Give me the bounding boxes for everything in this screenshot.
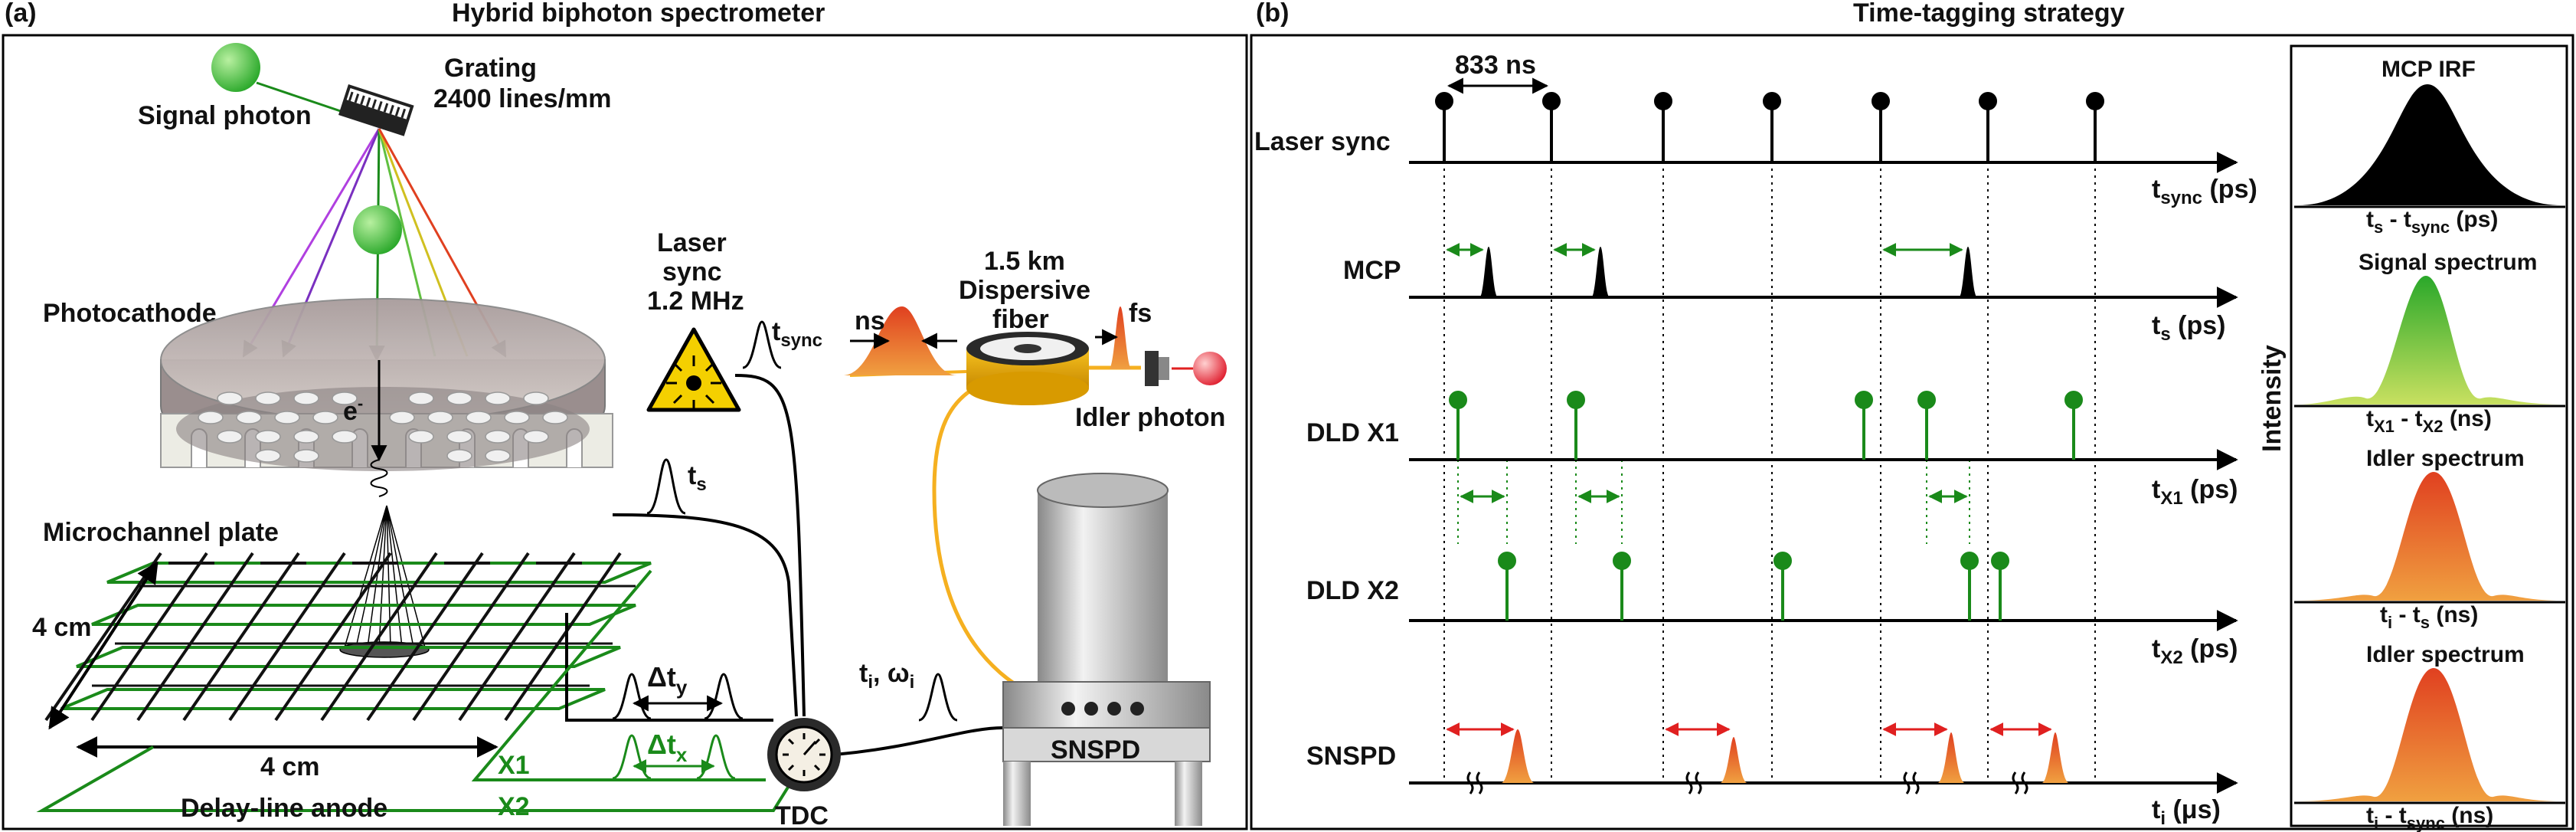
insets-frame xyxy=(2290,44,2568,827)
ti-omega-label: ti, ωi xyxy=(859,659,914,693)
fiber-label-3: fiber xyxy=(992,305,1049,334)
sync-guides xyxy=(1443,100,2096,781)
tdc-icon xyxy=(767,718,841,791)
snspd-label: SNSPD xyxy=(1051,735,1140,765)
wire-laser xyxy=(734,374,806,717)
fiber-label-2: Dispersive xyxy=(959,276,1090,305)
period-label: 833 ns xyxy=(1455,51,1536,80)
pulse-y1 xyxy=(612,673,652,720)
axis-label-snspd: ti (μs) xyxy=(2152,795,2221,829)
wire-y xyxy=(565,613,773,722)
pulse-y2 xyxy=(704,673,744,720)
fiber-spool-icon xyxy=(966,332,1089,405)
wire-snspd xyxy=(834,726,1004,756)
inset-curve-signal xyxy=(2297,276,2561,405)
pulse-ti xyxy=(918,673,958,722)
mcp-holes xyxy=(198,391,568,463)
pulse-x1 xyxy=(612,734,652,780)
axis-break-icons xyxy=(1466,771,2028,794)
diffracted-photon-ball xyxy=(353,205,402,254)
panel-b-frame xyxy=(1250,34,2574,830)
mcp-peaks xyxy=(1479,247,1977,297)
axis-label-x1: tX1 (ps) xyxy=(2152,475,2238,509)
electron-label: e- xyxy=(343,394,363,426)
x1-guides xyxy=(1457,460,1970,544)
wire-x2 xyxy=(36,745,798,812)
dim-vertical-arrow xyxy=(48,561,159,730)
snspd-cryostat-icon xyxy=(1002,473,1211,826)
delta-tx-label: Δtx xyxy=(647,729,688,766)
dim-vertical-label: 4 cm xyxy=(32,613,92,642)
snspd-peaks xyxy=(1501,729,2069,783)
grating-lines-label: 2400 lines/mm xyxy=(433,84,611,113)
inset-curve-idler-1 xyxy=(2297,472,2561,601)
delay-line-anode-label: Delay-line anode xyxy=(181,794,387,823)
dim-horizontal-label: 4 cm xyxy=(260,752,320,781)
x1-pins xyxy=(1449,391,2083,460)
inset-xlabel-mcp-irf: ts - tsync (ps) xyxy=(2366,207,2498,237)
electron-spiral xyxy=(370,459,388,497)
inset-xlabel-idler-2: ti - tsync (ns) xyxy=(2366,803,2493,832)
inset-curve-idler-2 xyxy=(2297,668,2561,801)
idler-photon-ball xyxy=(1193,352,1227,385)
laser-label-3: 1.2 MHz xyxy=(647,287,744,316)
inset-title-signal: Signal spectrum xyxy=(2359,250,2537,275)
delta-ty-label: Δty xyxy=(647,661,688,699)
fiber-label-1: 1.5 km xyxy=(984,247,1065,276)
inset-title-idler-2: Idler spectrum xyxy=(2366,642,2525,667)
row-label-mcp: MCP xyxy=(1343,256,1401,285)
fiber-to-snspd xyxy=(932,381,1031,696)
laser-label-2: sync xyxy=(662,257,722,287)
row-label-x2: DLD X2 xyxy=(1306,576,1399,605)
inset-title-idler-1: Idler spectrum xyxy=(2366,446,2525,471)
laser-warning-icon xyxy=(646,327,741,412)
tdc-label: TDC xyxy=(775,801,829,830)
row-label-sync: Laser sync xyxy=(1254,127,1391,156)
pulse-x2 xyxy=(696,734,736,780)
photocathode-label: Photocathode xyxy=(43,299,217,328)
tsync-label: tsync xyxy=(772,317,822,351)
inset-xlabel-signal: tX1 - tX2 (ns) xyxy=(2366,406,2492,436)
signal-photon-label: Signal photon xyxy=(138,101,312,130)
intensity-label: Intensity xyxy=(2257,345,2287,452)
panel-b-title: Time-tagging strategy xyxy=(1853,0,2125,28)
x1-label: X1 xyxy=(498,751,530,780)
inset-xlabel-idler-1: ti - ts (ns) xyxy=(2380,602,2478,632)
axis-label-sync: tsync (ps) xyxy=(2152,175,2257,208)
sync-pins xyxy=(1435,92,2104,162)
grating-label: Grating xyxy=(444,54,537,83)
fs-label: fs xyxy=(1129,299,1152,328)
inset-curve-mcp-irf xyxy=(2297,84,2561,205)
panel-a-tag: (a) xyxy=(5,0,37,28)
row-label-x1: DLD X1 xyxy=(1306,418,1399,447)
x2-pins xyxy=(1498,552,2009,621)
panel-b-tag: (b) xyxy=(1256,0,1289,28)
x2-label: X2 xyxy=(498,792,530,821)
pulse-broad xyxy=(842,306,957,375)
panel-a-frame xyxy=(2,34,1248,830)
pulse-sync xyxy=(742,320,782,369)
wire-x1 xyxy=(471,569,766,781)
axis-label-x2: tX2 (ps) xyxy=(2152,634,2238,668)
signal-photon-ball xyxy=(211,43,260,92)
panel-a-title: Hybrid biphoton spectrometer xyxy=(452,0,825,28)
ns-label: ns xyxy=(855,306,885,336)
delay-line-grid xyxy=(44,552,652,722)
fiber-coupler-icon xyxy=(1145,351,1169,386)
row-label-snspd: SNSPD xyxy=(1306,742,1396,771)
inset-title-mcp-irf: MCP IRF xyxy=(2381,57,2476,82)
axis-label-mcp: ts (ps) xyxy=(2152,311,2225,345)
idler-photon-label: Idler photon xyxy=(1075,403,1225,432)
pulse-ts xyxy=(646,458,686,515)
ts-label: ts xyxy=(688,461,707,495)
wire-ts xyxy=(612,513,798,717)
grating-icon xyxy=(338,84,414,136)
pulse-narrow xyxy=(1109,306,1132,369)
microchannel-plate-label: Microchannel plate xyxy=(43,518,279,547)
laser-label-1: Laser xyxy=(657,228,727,257)
